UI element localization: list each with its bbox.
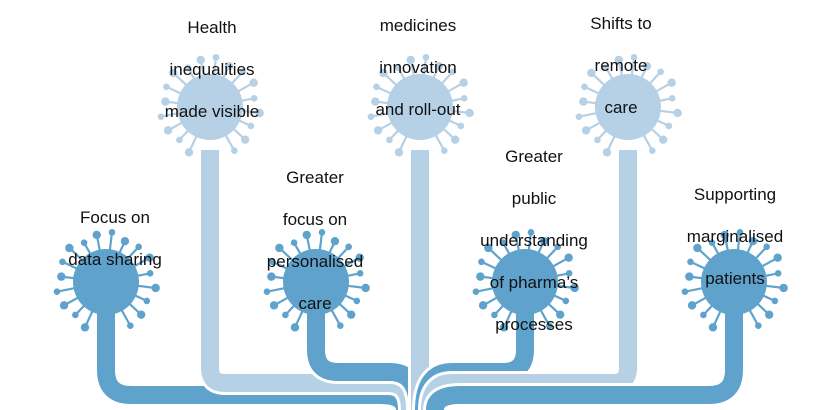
stem-marginalised [423,300,746,410]
viruses [53,54,788,332]
virus-icon-marginalised [681,229,788,332]
label-personalised-care: Greater focus on personalised care [266,168,364,313]
stems [94,150,746,410]
virus-icon-pharma [472,229,579,332]
virus-icon-remote [575,54,682,157]
label-health-inequalities: Health inequalities made visible [164,18,260,121]
virus-icon-health [157,54,264,157]
label-remote-care: Shifts to remote care [590,14,652,117]
virus-icon-personalised [263,229,370,332]
virus-icon-data-sharing [53,229,160,332]
label-pharma-processes: Greater public understanding of pharma’s… [480,147,588,334]
virus-icon-medicines [367,54,474,157]
label-focus-on-data-sharing: Focus on data sharing [68,208,162,269]
label-supporting-marginalised: Supporting marginalised patients [686,185,784,288]
label-medicines-innovation: medicines innovation and roll-out [375,16,461,119]
